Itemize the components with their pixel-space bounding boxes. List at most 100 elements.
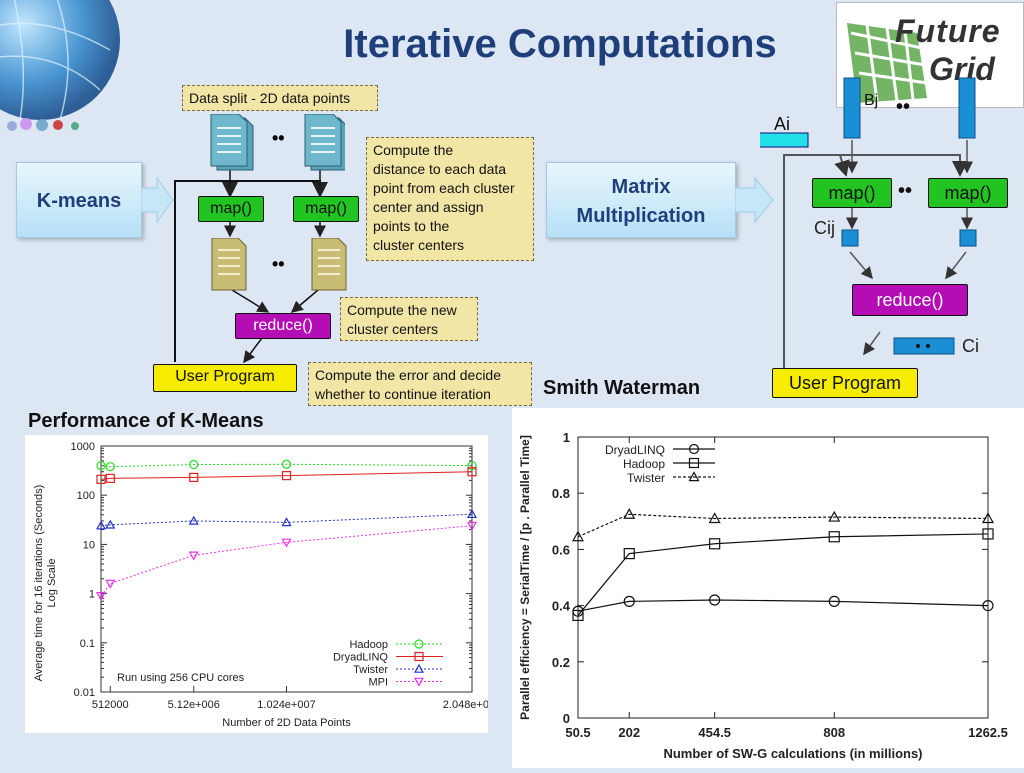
series-line [100, 525, 473, 597]
data-point [467, 467, 477, 477]
data-point [188, 515, 199, 525]
data-point [466, 521, 478, 531]
a-block [760, 132, 809, 148]
ellipsis-dots: •• [272, 254, 285, 274]
smith-waterman-heading: Smith Waterman [543, 377, 701, 399]
data-point [414, 651, 424, 662]
legend-label: DryadLINQ [333, 652, 388, 664]
reduce-box: reduce() [852, 284, 968, 316]
data-point [281, 471, 292, 481]
data-point [828, 510, 841, 522]
data-point [572, 609, 584, 622]
arrow-right-icon [141, 176, 174, 224]
y-tick-label: 10 [83, 539, 95, 551]
data-point [709, 594, 721, 606]
reduce-box: reduce() [235, 313, 331, 339]
ellipsis-dots: •• [896, 96, 911, 118]
kmeans-callout: K-means [16, 162, 142, 238]
user-program-box: User Program [153, 364, 297, 392]
series-line [577, 533, 989, 616]
x-tick-label: 454.5 [698, 725, 731, 740]
b-block [958, 77, 976, 139]
y-tick-label: 0.01 [74, 687, 95, 699]
map-box: map() [928, 178, 1008, 208]
new-centers-note: Compute the new cluster centers [340, 297, 478, 341]
ci-label: Ci [962, 336, 979, 356]
data-point [95, 520, 107, 530]
chart-annotation: Run using 256 CPU cores [117, 672, 245, 684]
series-line [100, 471, 473, 480]
user-program-box: User Program [772, 368, 918, 398]
ci-block [893, 337, 955, 355]
data-point [281, 517, 292, 527]
doc-icon [211, 238, 247, 291]
map-box: map() [293, 196, 359, 222]
legend-label: Hadoop [623, 457, 665, 471]
legend-label: DryadLINQ [605, 443, 665, 457]
y-tick-label: 0.4 [552, 599, 571, 614]
legend-label: Hadoop [349, 639, 388, 651]
plot-frame [577, 436, 989, 719]
y-tick-label: 0.1 [80, 638, 95, 650]
data-point [467, 460, 477, 471]
x-tick-label: 2.048e+007 [443, 699, 488, 711]
logo-grid-icon [847, 23, 928, 103]
c-block [841, 229, 859, 247]
futuregrid-logo: Future Grid [836, 2, 1024, 108]
doc-icon [304, 114, 345, 171]
data-point [189, 472, 199, 483]
data-point [981, 512, 995, 524]
globe-decoration [0, 0, 120, 131]
data-point [95, 592, 107, 602]
y-axis-label: Parallel efficiency = SerialTime / [p . … [518, 435, 532, 720]
y-axis-label: Log Scale [46, 559, 58, 608]
x-axis-label: Number of 2D Data Points [222, 717, 351, 729]
data-point [623, 548, 635, 560]
c-block [959, 229, 977, 247]
matrix-connectors [760, 77, 977, 370]
data-point [105, 579, 116, 589]
data-point [828, 595, 840, 607]
data-point [623, 508, 636, 519]
series-line [100, 463, 473, 468]
data-point [688, 443, 700, 455]
legend-label: Twister [353, 664, 388, 676]
x-tick-label: 5.12e+006 [168, 699, 220, 711]
a-label: Ai [774, 114, 791, 134]
x-tick-label: 50.5 [565, 725, 590, 740]
x-tick-label: 1262.5 [968, 725, 1008, 740]
matrix-callout: Matrix Multiplication [546, 162, 736, 238]
y-tick-label: 0.6 [552, 542, 570, 557]
doc-icon [311, 238, 347, 291]
data-point [688, 471, 700, 482]
data-point [982, 528, 994, 540]
y-tick-label: 100 [77, 490, 95, 502]
data-point [188, 551, 199, 561]
b-block [843, 77, 861, 139]
data-point [828, 531, 840, 543]
data-point [708, 512, 721, 524]
map-box: map() [812, 178, 892, 208]
b-label: Bj [864, 92, 879, 109]
series-line [577, 513, 989, 538]
error-decision-note: Compute the error and decide whether to … [308, 362, 532, 406]
ellipsis-dots: •• [272, 128, 285, 148]
data-point [413, 663, 425, 673]
data-point [96, 460, 106, 471]
arrow-right-icon [735, 176, 774, 224]
data-split-note: Data split - 2D data points [182, 85, 378, 111]
data-point [414, 639, 424, 649]
kmeans-connectors [174, 170, 328, 364]
series-line [577, 599, 989, 612]
y-tick-label: 0 [563, 711, 570, 726]
ellipsis-dots: •• [898, 180, 913, 202]
compute-distance-note: Compute the distance to each data point … [366, 137, 534, 261]
data-point [281, 538, 292, 548]
data-point [571, 530, 585, 542]
intermediate-docs [211, 238, 347, 291]
kmeans-performance-heading: Performance of K-Means [28, 410, 264, 432]
